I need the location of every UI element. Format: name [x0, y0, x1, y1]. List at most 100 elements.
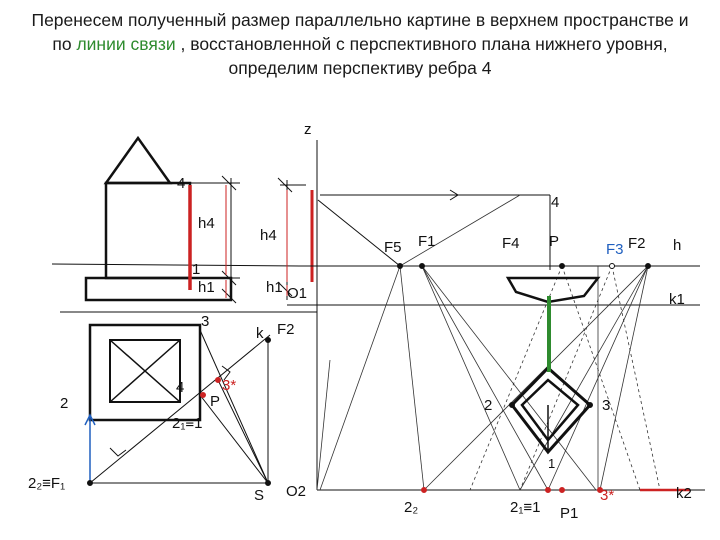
- point-22f1: [87, 480, 93, 486]
- point-p-plan: [200, 392, 206, 398]
- fan-f2-4: [599, 265, 649, 491]
- axes: [60, 140, 705, 491]
- vp-f2: [645, 263, 651, 269]
- label-4-top: 4: [177, 175, 185, 192]
- plan-view: [88, 323, 271, 484]
- point-p1: [559, 487, 565, 493]
- perspective-construction: [316, 194, 661, 491]
- fan-f5-1: [319, 265, 401, 491]
- label-h1-mid: h1: [266, 279, 283, 296]
- plan-cross-b: [109, 339, 181, 403]
- fan-f4-1: [561, 265, 641, 491]
- label-f4: F4: [502, 235, 520, 252]
- fan-f5-2: [399, 265, 425, 491]
- perspective-plan-diamond: [510, 365, 593, 455]
- label-z: z: [304, 121, 312, 138]
- diamond-outline: [510, 365, 593, 455]
- fan-f3-1: [611, 265, 661, 491]
- front-roof: [103, 135, 173, 185]
- label-f2-right: F2: [628, 235, 646, 252]
- label-f1: F1: [418, 233, 436, 250]
- right-angle-mark-a: [221, 365, 231, 381]
- point-2-right: [509, 402, 515, 408]
- plan-blue: [84, 413, 96, 483]
- label-3-right: 3: [602, 397, 610, 414]
- perspective-roof: [505, 276, 601, 304]
- label-f5: F5: [384, 239, 402, 256]
- fan-o2: [316, 359, 331, 491]
- label-21-eq-1-bottom: 2₁≡1: [510, 499, 541, 516]
- label-1-persp: 1: [548, 456, 555, 471]
- label-h4-mid: h4: [260, 227, 277, 244]
- plan-line-3star: [217, 379, 269, 484]
- label-2-left: 2: [60, 395, 68, 412]
- point-3star-plan: [215, 377, 221, 383]
- label-h1-left: h1: [198, 279, 215, 296]
- front-red-edges: [188, 185, 314, 298]
- point-s: [265, 480, 271, 486]
- point-3-right: [587, 402, 593, 408]
- ground-line-upper: [51, 263, 301, 267]
- right-angle-mark-b: [109, 447, 127, 457]
- vp-f5: [397, 263, 403, 269]
- blue-arrow-head: [84, 413, 96, 426]
- title-highlight: линии связи: [76, 34, 176, 54]
- label-3star-plan: 3*: [222, 377, 236, 394]
- label-1: 1: [192, 261, 200, 278]
- dim-tick-a: [221, 175, 237, 191]
- label-k1: k1: [669, 291, 685, 308]
- arrow-line-second: [317, 199, 401, 267]
- fan-f1-2: [421, 265, 549, 491]
- label-o2: O2: [286, 483, 306, 500]
- fan-f4-2: [469, 265, 563, 491]
- dim-tick-c: [221, 288, 237, 304]
- label-h: h: [673, 237, 681, 254]
- plan-points: [200, 377, 221, 398]
- label-22-eq-f1: 2₂≡F₁: [28, 475, 65, 492]
- label-k: k: [256, 325, 264, 342]
- title-part1: Перенесем полученный размер параллельно …: [31, 10, 689, 54]
- point-21-eq-1: [545, 487, 551, 493]
- dim-tick-e: [277, 281, 293, 297]
- point-22: [421, 487, 427, 493]
- label-p1: P1: [560, 505, 578, 522]
- fan-f3-2: [519, 265, 613, 491]
- plan-line-p: [199, 394, 269, 484]
- vp-f3: [609, 263, 615, 269]
- fan-f2-1: [423, 265, 649, 491]
- label-4-right: 4: [551, 194, 559, 211]
- vp-f1: [419, 263, 425, 269]
- vanishing-points: [87, 263, 651, 486]
- label-3star-bottom: 3*: [600, 487, 614, 504]
- vp-p: [559, 263, 565, 269]
- point-3star: [597, 487, 603, 493]
- plan-square: [88, 323, 202, 422]
- fan-upper-1: [399, 194, 521, 267]
- label-f2-mid: F2: [277, 321, 295, 338]
- plan-inner-square: [109, 339, 181, 403]
- label-2-right: 2: [484, 397, 492, 414]
- fan-f2-2: [519, 265, 649, 491]
- bottom-points: [421, 487, 603, 493]
- label-3: 3: [201, 313, 209, 330]
- fan-f1-3: [421, 265, 597, 491]
- label-s: S: [254, 487, 264, 504]
- plan-diagonal-2: [199, 329, 269, 484]
- arrow-head-top: [449, 189, 459, 201]
- slide-title: Перенесем полученный размер параллельно …: [20, 8, 700, 80]
- label-k2: k2: [676, 485, 692, 502]
- label-f3: F3: [606, 241, 624, 258]
- dim-tick-b: [221, 270, 237, 286]
- front-house-body: [104, 181, 192, 280]
- label-p-top: P: [549, 233, 559, 250]
- label-h4-left: h4: [198, 215, 215, 232]
- label-4-plan: 4: [176, 379, 184, 396]
- fan-f1-1: [421, 265, 521, 491]
- point-k: [265, 337, 271, 343]
- label-22-bottom: 2₂: [404, 499, 418, 516]
- label-21-eq-1: 2₁≡1: [172, 415, 203, 432]
- label-o1: O1: [287, 285, 307, 302]
- label-p-plan: P: [210, 393, 220, 410]
- plan-diagonal-long: [89, 334, 271, 484]
